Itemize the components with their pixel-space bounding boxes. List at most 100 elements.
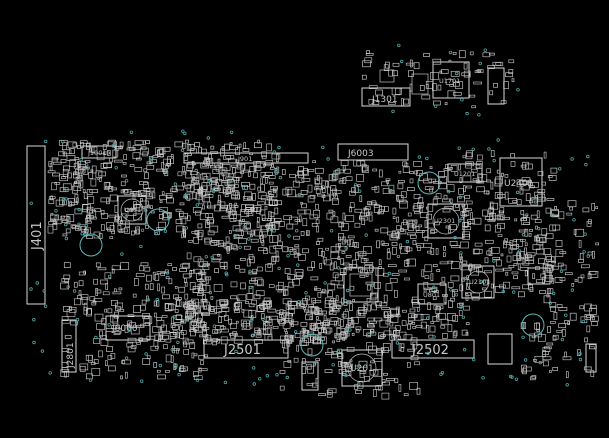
smd-pad [520,164,527,168]
via [248,269,252,273]
smd-pad [524,270,528,277]
smd-pad [364,262,374,265]
smd-pad [316,320,321,325]
smd-pad [161,191,165,195]
smd-pad [489,206,494,215]
via [124,356,129,360]
smd-pad [283,289,289,296]
smd-pad [161,315,168,318]
smd-pad [218,316,222,324]
smd-pad [578,240,582,248]
smd-pad [546,342,554,346]
smd-pad [144,283,149,290]
smd-pad [158,221,166,230]
smd-pad [178,286,186,293]
smd-pad [472,217,482,225]
smd-pad [538,258,545,265]
smd-pad [528,233,532,237]
smd-pad [347,320,355,328]
smd-pad [516,179,524,188]
smd-pad [280,335,288,344]
smd-pad [440,324,446,329]
smd-pad [552,265,559,270]
smd-pad [69,202,78,205]
smd-pad [264,205,268,210]
smd-pad [229,218,237,222]
via [472,357,476,362]
via [234,349,238,354]
smd-pad [241,228,248,232]
smd-pad [91,165,97,174]
smd-pad [543,360,549,367]
smd-pad [83,306,88,315]
smd-pad [68,200,72,207]
smd-pad [77,224,86,231]
smd-pad [275,250,279,258]
via [286,254,290,258]
smd-pad [399,243,403,250]
smd-pad [317,336,325,341]
smd-pad [520,210,525,215]
smd-pad [375,301,382,306]
via [405,239,410,244]
smd-pad [354,208,363,213]
smd-pad [528,180,532,183]
via [94,335,98,340]
smd-pad [149,283,154,290]
smd-pad [132,152,141,160]
smd-pad [297,253,301,256]
smd-pad [465,161,474,167]
smd-pad [164,303,172,312]
smd-pad [305,314,313,321]
smd-pad [107,365,116,372]
smd-pad [140,262,149,267]
smd-pad [289,249,297,255]
smd-pad [461,329,468,336]
smd-pad [190,180,199,185]
smd-pad [458,310,463,316]
smd-pad [159,195,167,200]
smd-pad [543,248,552,255]
smd-pad [428,178,437,183]
smd-pad [546,288,551,294]
smd-pad [101,318,106,325]
smd-pad [342,332,350,337]
smd-pad [213,283,223,292]
via [177,372,181,377]
smd-pad [48,196,56,199]
smd-pad [138,190,147,197]
smd-pad [221,303,228,309]
smd-pad [427,250,432,254]
smd-pad [250,238,259,243]
smd-pad [217,253,220,257]
smd-pad [347,235,355,239]
via [479,280,483,284]
smd-pad [315,358,321,361]
smd-pad [542,347,551,352]
smd-pad [79,365,86,372]
smd-pad [314,167,324,174]
smd-pad [156,319,165,328]
smd-pad [120,262,129,270]
smd-pad [371,200,377,206]
smd-pad [302,298,308,305]
smd-pad [366,332,372,338]
smd-pad [223,261,228,270]
smd-pad [198,354,205,360]
via [204,255,208,259]
smd-pad [311,261,315,269]
smd-pad [285,331,288,335]
via [165,271,170,275]
smd-pad [338,236,342,242]
smd-pad [203,323,206,331]
smd-pad [63,165,70,172]
smd-pad [112,316,119,325]
via [551,213,555,217]
smd-pad [537,193,546,202]
smd-pad [288,247,293,252]
smd-pad [407,187,415,191]
smd-pad [61,316,69,322]
smd-pad [529,376,536,381]
smd-pad [142,182,149,189]
smd-pad [193,268,201,274]
